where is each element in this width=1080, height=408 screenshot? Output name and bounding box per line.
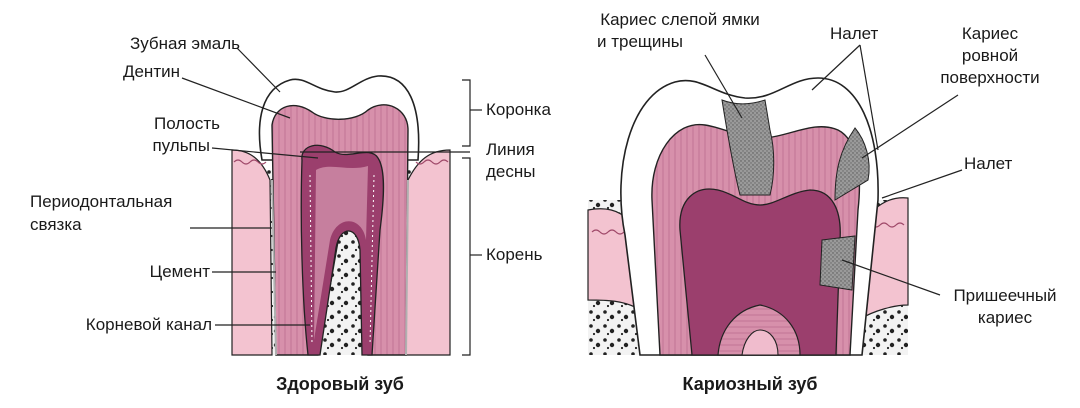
healthy-tooth — [231, 75, 451, 356]
label-gum-line-1: Линия — [486, 140, 535, 159]
smooth-surface-caries — [834, 127, 870, 201]
cervical-caries — [819, 235, 856, 291]
label-root: Корень — [486, 245, 543, 264]
label-plaque-top: Налет — [830, 24, 879, 43]
healthy-gum-left — [231, 149, 273, 356]
label-root-canal: Корневой канал — [85, 315, 212, 334]
label-smooth-caries-3: поверхности — [940, 68, 1040, 87]
label-cervical-caries-1: Пришеечный — [953, 286, 1057, 305]
carious-caption: Кариозный зуб — [682, 374, 818, 394]
label-smooth-caries-1: Кариес — [961, 24, 1019, 43]
label-pit-caries-1: Кариес слепой ямки — [600, 10, 760, 29]
label-pulp-cavity-1: Полость — [153, 114, 220, 133]
carious-leader-lines — [704, 44, 963, 296]
label-pit-caries-2: и трещины — [596, 32, 683, 51]
label-gum-line-2: десны — [486, 162, 536, 181]
label-crown: Коронка — [486, 100, 551, 119]
label-pulp-cavity-2: пульпы — [152, 136, 210, 155]
label-dentin: Дентин — [122, 62, 180, 81]
label-cervical-caries-2: кариес — [977, 308, 1033, 327]
label-cement: Цемент — [149, 262, 210, 281]
label-plaque-side: Налет — [964, 154, 1013, 173]
pit-fissure-caries — [721, 99, 775, 196]
carious-pulp — [679, 188, 841, 356]
label-ligament-2: связка — [30, 215, 82, 234]
carious-tooth — [587, 77, 909, 356]
label-enamel: Зубная эмаль — [129, 34, 240, 53]
label-ligament-1: Периодонтальная — [30, 192, 173, 211]
label-smooth-caries-2: ровной — [961, 46, 1019, 65]
healthy-gum-right — [405, 149, 451, 356]
healthy-leader-lines — [181, 47, 482, 356]
healthy-caption: Здоровый зуб — [276, 374, 404, 394]
